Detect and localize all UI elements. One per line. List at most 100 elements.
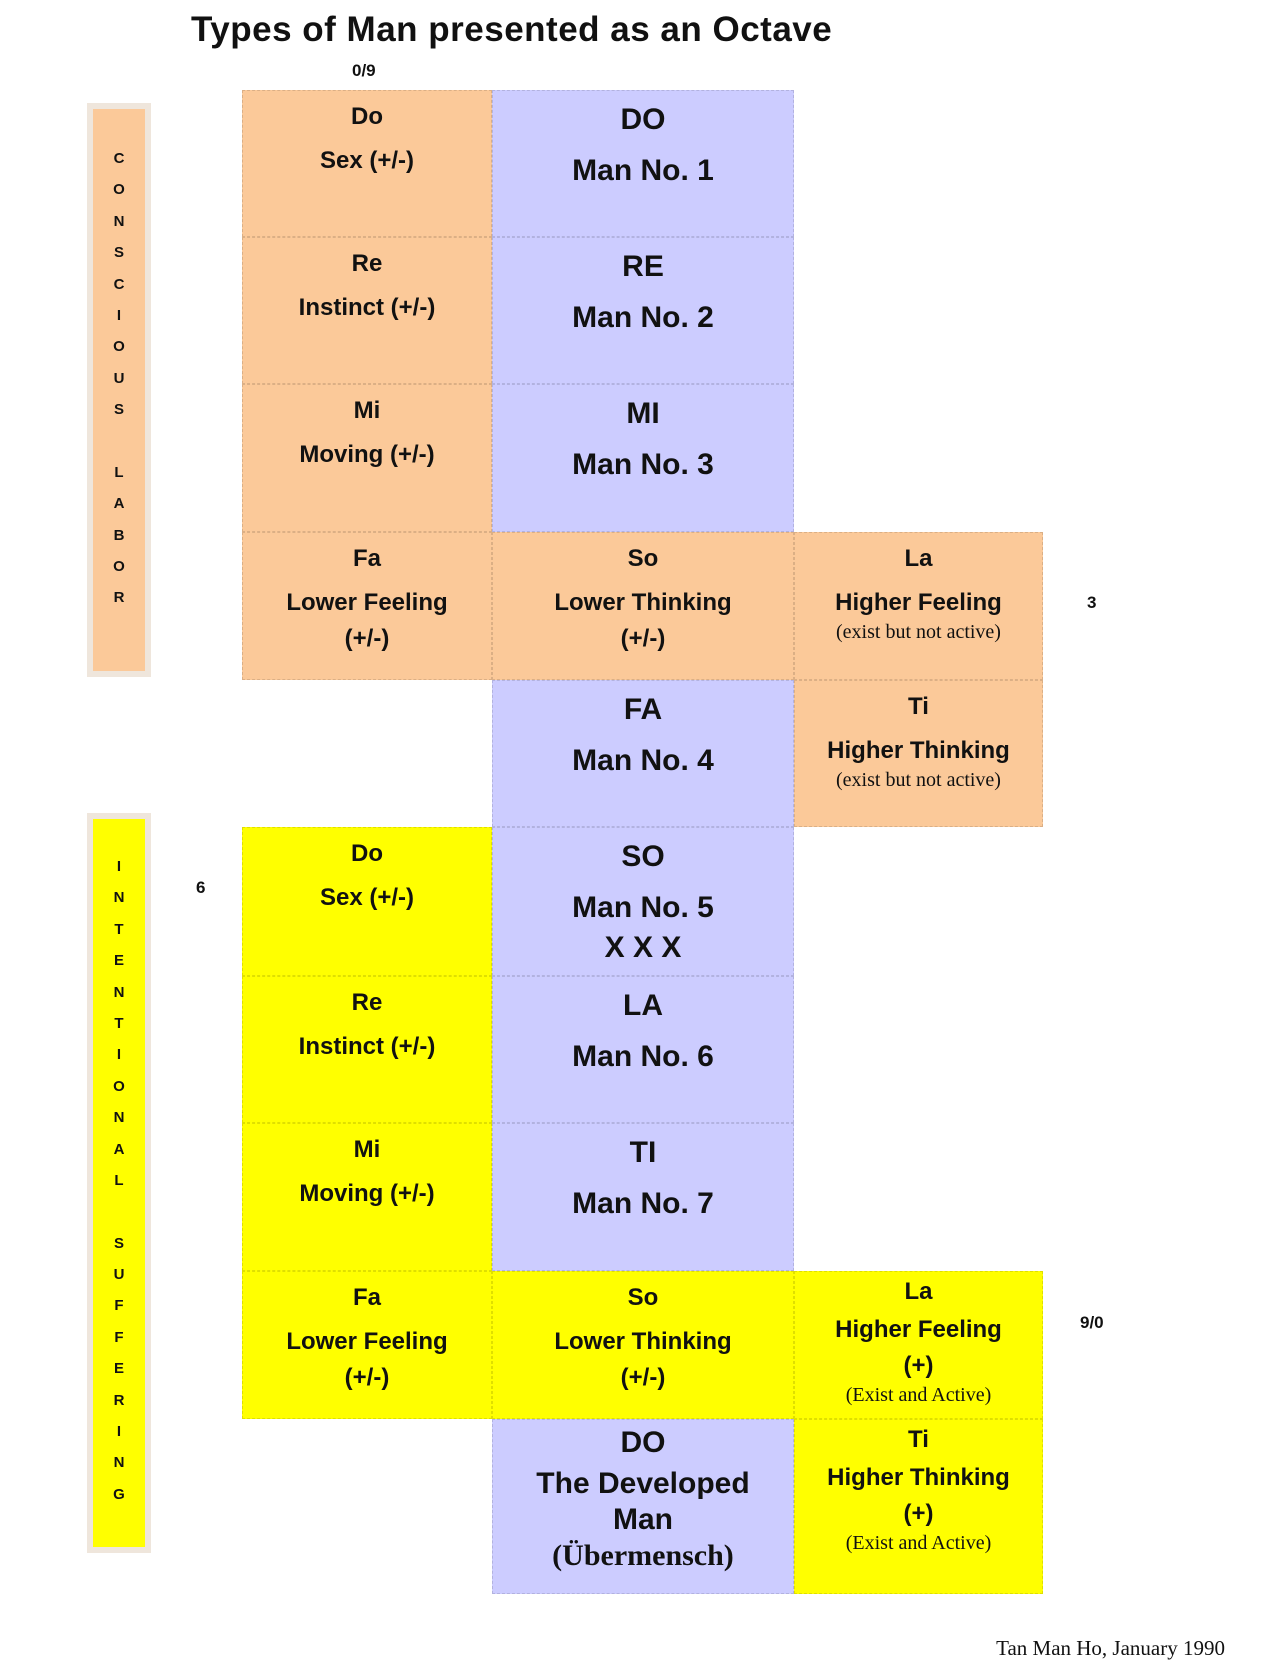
cell-note-label: La bbox=[904, 545, 933, 572]
cell-note-label: LA bbox=[623, 989, 663, 1022]
sidebar-letter: N bbox=[113, 212, 125, 230]
marker-top: 0/9 bbox=[352, 61, 376, 80]
cell-note-label: DO bbox=[620, 1426, 666, 1459]
cell-text: (exist but not active) bbox=[836, 769, 1001, 791]
sidebar-letter: N bbox=[113, 889, 125, 907]
marker-right-lower: 9/0 bbox=[1080, 1313, 1104, 1332]
sidebar-letter: E bbox=[113, 1360, 124, 1378]
sidebar-letter bbox=[117, 1196, 121, 1227]
cell-text: (+) bbox=[903, 1352, 934, 1379]
cell-text: (Exist and Active) bbox=[845, 1532, 992, 1554]
cell-text: Moving (+/-) bbox=[299, 1180, 435, 1207]
cell-text: (exist but not active) bbox=[836, 621, 1001, 643]
sidebar-letter bbox=[117, 426, 121, 457]
cell-text: Man bbox=[613, 1503, 673, 1536]
cell-text: (+) bbox=[903, 1500, 934, 1527]
sidebar-letter: C bbox=[113, 150, 125, 167]
cell-note-label: So bbox=[627, 545, 659, 572]
sidebar-letter: S bbox=[113, 244, 124, 262]
cell-text: Higher Thinking bbox=[827, 1464, 1010, 1491]
sidebar-letter: N bbox=[113, 983, 125, 1001]
cell-note-label: Fa bbox=[352, 545, 381, 572]
sidebar-letter: U bbox=[113, 369, 125, 387]
cell-text: Man No. 1 bbox=[572, 154, 714, 187]
cell-text: Man No. 6 bbox=[572, 1040, 714, 1073]
cell-note-label: Ti bbox=[908, 693, 929, 720]
sidebar-letter: S bbox=[113, 401, 124, 419]
cell-note-label: Ti bbox=[908, 1426, 929, 1453]
cell-note-label: Mi bbox=[353, 1136, 381, 1163]
cell-text: Man No. 2 bbox=[572, 301, 714, 334]
cell-text: Instinct (+/-) bbox=[298, 1033, 436, 1060]
sidebar-letter: T bbox=[114, 1014, 124, 1032]
cell-text: Sex (+/-) bbox=[319, 147, 415, 174]
cell-note-label: Fa bbox=[352, 1284, 381, 1311]
cell-note-label: RE bbox=[622, 250, 664, 283]
cell-note-label: Re bbox=[351, 989, 383, 1016]
signature: Tan Man Ho, January 1990 bbox=[996, 1636, 1225, 1660]
cell-text: Higher Feeling bbox=[835, 1316, 1002, 1343]
cell-note-label: Do bbox=[351, 840, 383, 867]
sidebar-letter: N bbox=[113, 1109, 125, 1127]
cell-text: Higher Feeling bbox=[835, 589, 1002, 616]
cell-text: (+/-) bbox=[620, 625, 666, 652]
cell-man-6: LA Man No. 6 bbox=[492, 976, 794, 1123]
sidebar-letter: C bbox=[113, 275, 125, 293]
sidebar-letter: E bbox=[113, 952, 124, 970]
sidebar-letter: I bbox=[116, 1423, 122, 1441]
cell-text: Instinct (+/-) bbox=[298, 294, 436, 321]
cell-note-label: TI bbox=[629, 1136, 657, 1169]
sidebar-letter: O bbox=[113, 1077, 125, 1095]
sidebar-letter: S bbox=[113, 1234, 124, 1252]
cell-note-label: So bbox=[627, 1284, 659, 1311]
sidebar-letter: U bbox=[113, 1266, 125, 1284]
cell-text: X X X bbox=[604, 931, 682, 964]
cell-text: The Developed bbox=[536, 1467, 750, 1500]
cell-text: Lower Feeling bbox=[286, 589, 448, 616]
cell-text: (+/-) bbox=[620, 1364, 666, 1391]
cell-man-4: FA Man No. 4 bbox=[492, 680, 794, 827]
sidebar-letter: O bbox=[113, 181, 125, 199]
cell-note-label: MI bbox=[626, 397, 660, 430]
cell-text: Moving (+/-) bbox=[299, 441, 435, 468]
cell-man-3: MI Man No. 3 bbox=[492, 384, 794, 532]
sidebar-letter: A bbox=[113, 495, 125, 513]
sidebar-letter: L bbox=[114, 463, 124, 481]
cell-note-label: FA bbox=[623, 693, 663, 726]
cell-text: (Exist and Active) bbox=[845, 1384, 992, 1406]
sidebar-letter: N bbox=[113, 1454, 125, 1472]
cell-text: Man No. 4 bbox=[572, 744, 714, 777]
sidebar-letter: O bbox=[113, 338, 125, 356]
cell-man-2: RE Man No. 2 bbox=[492, 237, 794, 384]
sidebar-letter: L bbox=[114, 1171, 124, 1189]
sidebar-letter: I bbox=[116, 306, 122, 324]
cell-text: Man No. 7 bbox=[572, 1187, 714, 1220]
sidebar-letter: A bbox=[113, 1140, 125, 1158]
cell-text: Lower Thinking bbox=[554, 1328, 732, 1355]
cell-text: Lower Thinking bbox=[554, 589, 732, 616]
cell-text: (Übermensch) bbox=[552, 1539, 734, 1572]
sidebar-letter: F bbox=[114, 1328, 124, 1346]
cell-text: Man No. 3 bbox=[572, 448, 714, 481]
cell-text: (+/-) bbox=[344, 1364, 390, 1391]
cell-note-label: Re bbox=[351, 250, 383, 277]
sidebar-letter: R bbox=[113, 1391, 125, 1409]
marker-left-lower: 6 bbox=[196, 878, 206, 897]
